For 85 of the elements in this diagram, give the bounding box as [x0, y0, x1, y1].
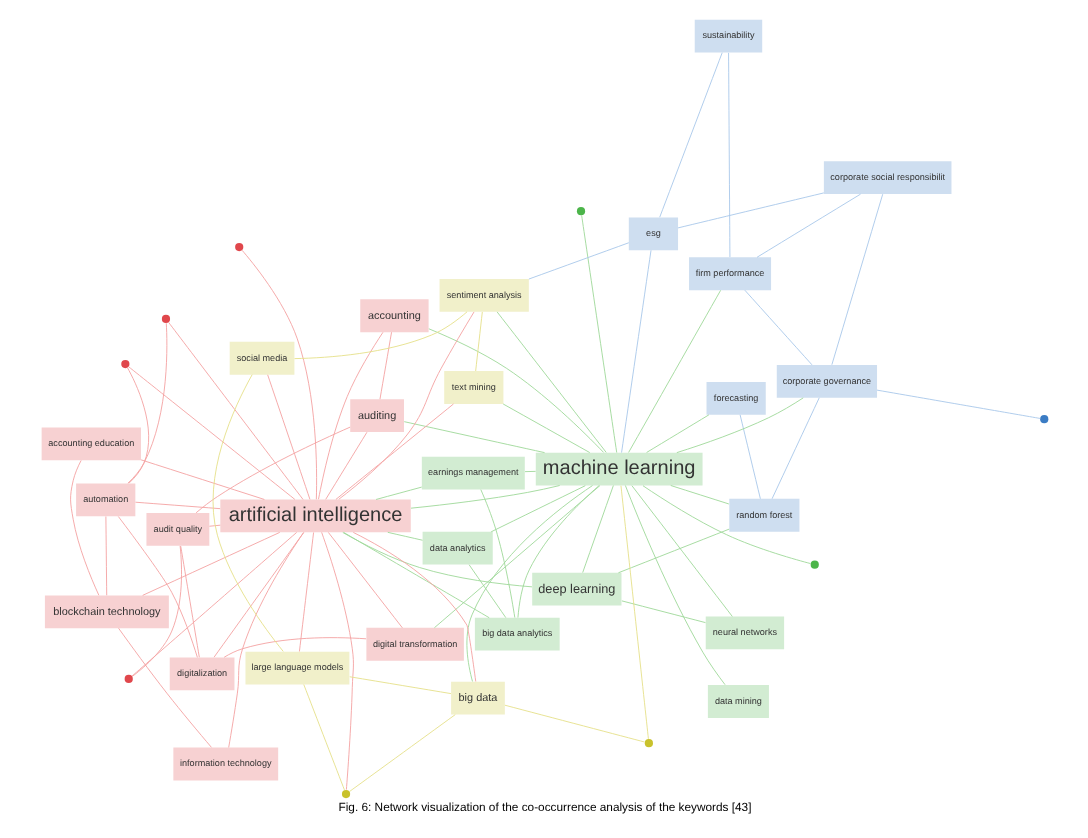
connector	[207, 524, 220, 527]
connector	[334, 403, 453, 500]
connector	[240, 249, 317, 500]
connector	[227, 532, 304, 748]
connector	[402, 421, 544, 454]
connector	[580, 214, 617, 453]
connector	[489, 485, 585, 533]
connector	[467, 564, 506, 619]
connector	[167, 321, 303, 500]
connector	[302, 684, 344, 791]
connector	[627, 289, 721, 453]
connector	[378, 331, 391, 400]
connector	[474, 311, 482, 372]
connector	[222, 637, 366, 658]
connector	[342, 531, 489, 619]
connector	[676, 192, 824, 229]
connector	[743, 289, 812, 366]
connector	[386, 531, 422, 541]
connector	[326, 532, 402, 629]
node-circle	[809, 560, 818, 569]
connector	[104, 516, 107, 596]
connector	[675, 397, 803, 454]
connector	[581, 485, 613, 573]
connector	[293, 311, 467, 360]
connector	[620, 600, 705, 624]
node-circle	[234, 242, 243, 252]
connector	[495, 311, 606, 453]
connector	[641, 485, 810, 565]
connector	[134, 501, 220, 510]
connector	[620, 249, 651, 453]
connector	[126, 367, 149, 484]
connector	[69, 460, 99, 596]
connector	[324, 431, 367, 500]
connector	[126, 322, 167, 484]
connector	[427, 328, 604, 453]
connector	[374, 486, 422, 500]
connector	[465, 485, 592, 682]
node-circle	[340, 789, 350, 799]
connector	[727, 52, 730, 258]
connector	[130, 545, 181, 677]
connector	[337, 311, 474, 500]
node-box: machine learning	[534, 452, 702, 486]
node-circle	[160, 314, 170, 323]
connector	[127, 366, 295, 500]
connector	[770, 397, 819, 500]
node-circle	[120, 360, 129, 369]
connector	[139, 459, 264, 500]
connector	[630, 485, 732, 617]
connector	[320, 531, 353, 791]
connector	[351, 532, 476, 682]
connector	[523, 470, 536, 473]
connector	[317, 331, 383, 500]
connector	[503, 704, 645, 743]
connector	[527, 242, 629, 280]
node-circle	[1039, 415, 1048, 424]
node-circle	[123, 674, 132, 684]
connector	[501, 403, 590, 454]
connector	[658, 52, 722, 218]
connector	[348, 676, 451, 695]
connector	[297, 532, 314, 652]
connector	[116, 516, 197, 658]
connector	[619, 485, 648, 740]
connector	[738, 414, 760, 500]
connector	[130, 532, 297, 677]
connector	[645, 414, 709, 453]
node-circle	[643, 739, 652, 748]
connector	[179, 545, 199, 658]
connector	[348, 714, 455, 792]
connector	[409, 485, 560, 509]
connector	[432, 485, 600, 629]
connector	[669, 485, 729, 505]
connector	[266, 374, 310, 500]
connector	[479, 489, 515, 618]
node-box: artificial intelligence	[219, 499, 410, 533]
node-circle	[575, 207, 585, 216]
connector	[875, 389, 1040, 419]
connector	[211, 374, 283, 652]
connector	[516, 485, 599, 619]
connector	[830, 193, 883, 366]
connector	[194, 426, 350, 514]
connector	[617, 528, 729, 574]
connector	[623, 485, 725, 686]
connector	[755, 193, 861, 258]
connector	[141, 531, 280, 596]
connector	[117, 627, 211, 748]
